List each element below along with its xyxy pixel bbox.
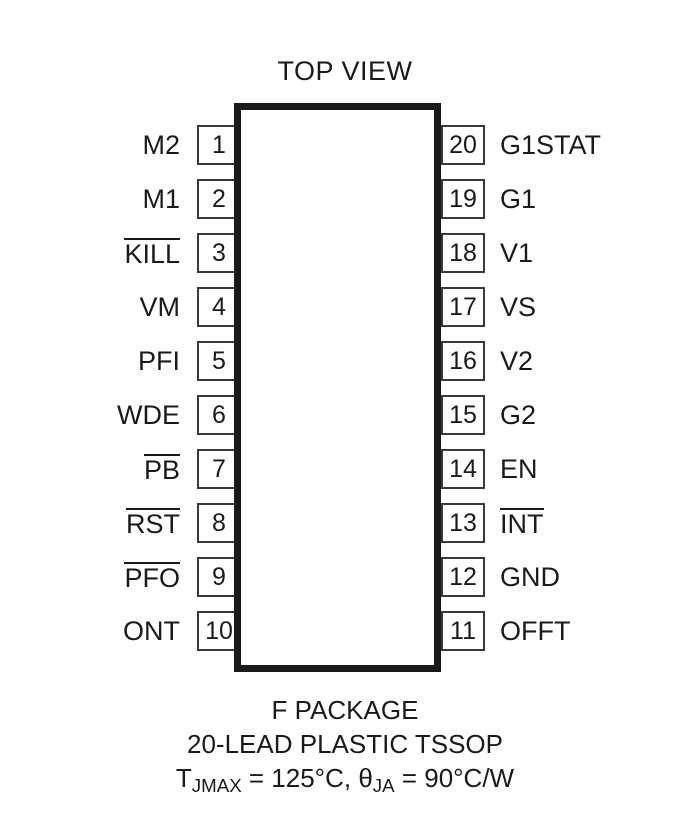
pin-row: 20 G1STAT <box>441 125 690 165</box>
pin-number-box: 14 <box>441 449 485 489</box>
pin-number-box: 1 <box>197 125 241 165</box>
pin-row: 18 V1 <box>441 233 690 273</box>
pin-signal-label: VM <box>139 291 181 322</box>
pin-number-box: 5 <box>197 341 241 381</box>
pin-row: 14 EN <box>441 449 690 489</box>
pin-signal-label: OFFT <box>500 615 571 646</box>
pin-signal-label: ONT <box>123 615 180 646</box>
pin-row: M1 2 <box>0 179 241 219</box>
package-body-outline <box>234 103 441 672</box>
pin-number-box: 9 <box>197 557 241 597</box>
pin-number-box: 19 <box>441 179 485 219</box>
active-low-overline: PFO <box>124 562 180 593</box>
pin-row: 11 OFFT <box>441 611 690 651</box>
pin-row: 12 GND <box>441 557 690 597</box>
active-low-overline: PB <box>143 454 180 485</box>
thermal-spec-caption: TJMAX = 125°C, θJA = 90°C/W <box>0 763 690 796</box>
theta-value: = 90°C/W <box>394 763 515 793</box>
pin-signal-label: WDE <box>117 399 180 430</box>
pin-signal-label: PFO <box>124 562 180 592</box>
tjmax-symbol: T <box>175 763 192 793</box>
pin-number-box: 2 <box>197 179 241 219</box>
tjmax-subscript: JMAX <box>191 775 242 797</box>
pin-signal-label: M2 <box>142 129 180 160</box>
pin-number-box: 8 <box>197 503 241 543</box>
pin-signal-label: GND <box>500 561 560 592</box>
pin-signal-label: V2 <box>500 345 534 376</box>
package-name-caption: F PACKAGE <box>271 695 419 725</box>
theta-symbol: θ <box>358 763 373 793</box>
tjmax-value: = 125°C, <box>241 763 359 793</box>
lead-count-caption: 20-LEAD PLASTIC TSSOP <box>187 729 503 759</box>
pin-number-box: 16 <box>441 341 485 381</box>
pin-signal-label: VS <box>500 291 537 322</box>
pin-signal-label: M1 <box>142 183 180 214</box>
active-low-overline: KILL <box>124 238 180 269</box>
pin-row: WDE 6 <box>0 395 241 435</box>
pin-number-box: 18 <box>441 233 485 273</box>
pin-signal-label: INT <box>500 508 544 538</box>
pin-row: VM 4 <box>0 287 241 327</box>
pin-row: 13 INT <box>441 503 690 543</box>
pin-row: 16 V2 <box>441 341 690 381</box>
pin-signal-label: KILL <box>124 238 180 268</box>
pin-row: M2 1 <box>0 125 241 165</box>
pin-row: 15 G2 <box>441 395 690 435</box>
pin-signal-label: PB <box>143 454 180 485</box>
pin-row: 17 VS <box>441 287 690 327</box>
pin-signal-label: G1 <box>500 183 537 214</box>
pin-signal-label: EN <box>500 453 538 484</box>
theta-subscript: JA <box>372 775 395 797</box>
pin-number-box: 4 <box>197 287 241 327</box>
pin-signal-label: V1 <box>500 237 534 268</box>
pin-signal-label: PFI <box>137 345 180 376</box>
pin-number-box: 20 <box>441 125 485 165</box>
pin-number-box: 13 <box>441 503 485 543</box>
pin-number-box: 6 <box>197 395 241 435</box>
pin-signal-label: G2 <box>500 399 537 430</box>
active-low-overline: INT <box>500 508 544 539</box>
pin-row: PFI 5 <box>0 341 241 381</box>
top-view-title: TOP VIEW <box>277 56 413 86</box>
pin-number-box: 15 <box>441 395 485 435</box>
pin-number-box: 11 <box>441 611 485 651</box>
pin-signal-label: RST <box>126 508 180 538</box>
pin-row: PFO 9 <box>0 557 241 597</box>
pin-number-box: 17 <box>441 287 485 327</box>
pin-signal-label: G1STAT <box>500 129 602 160</box>
pin-row: 19 G1 <box>441 179 690 219</box>
pin-row: RST 8 <box>0 503 241 543</box>
pin-number-box: 12 <box>441 557 485 597</box>
active-low-overline: RST <box>126 508 180 539</box>
